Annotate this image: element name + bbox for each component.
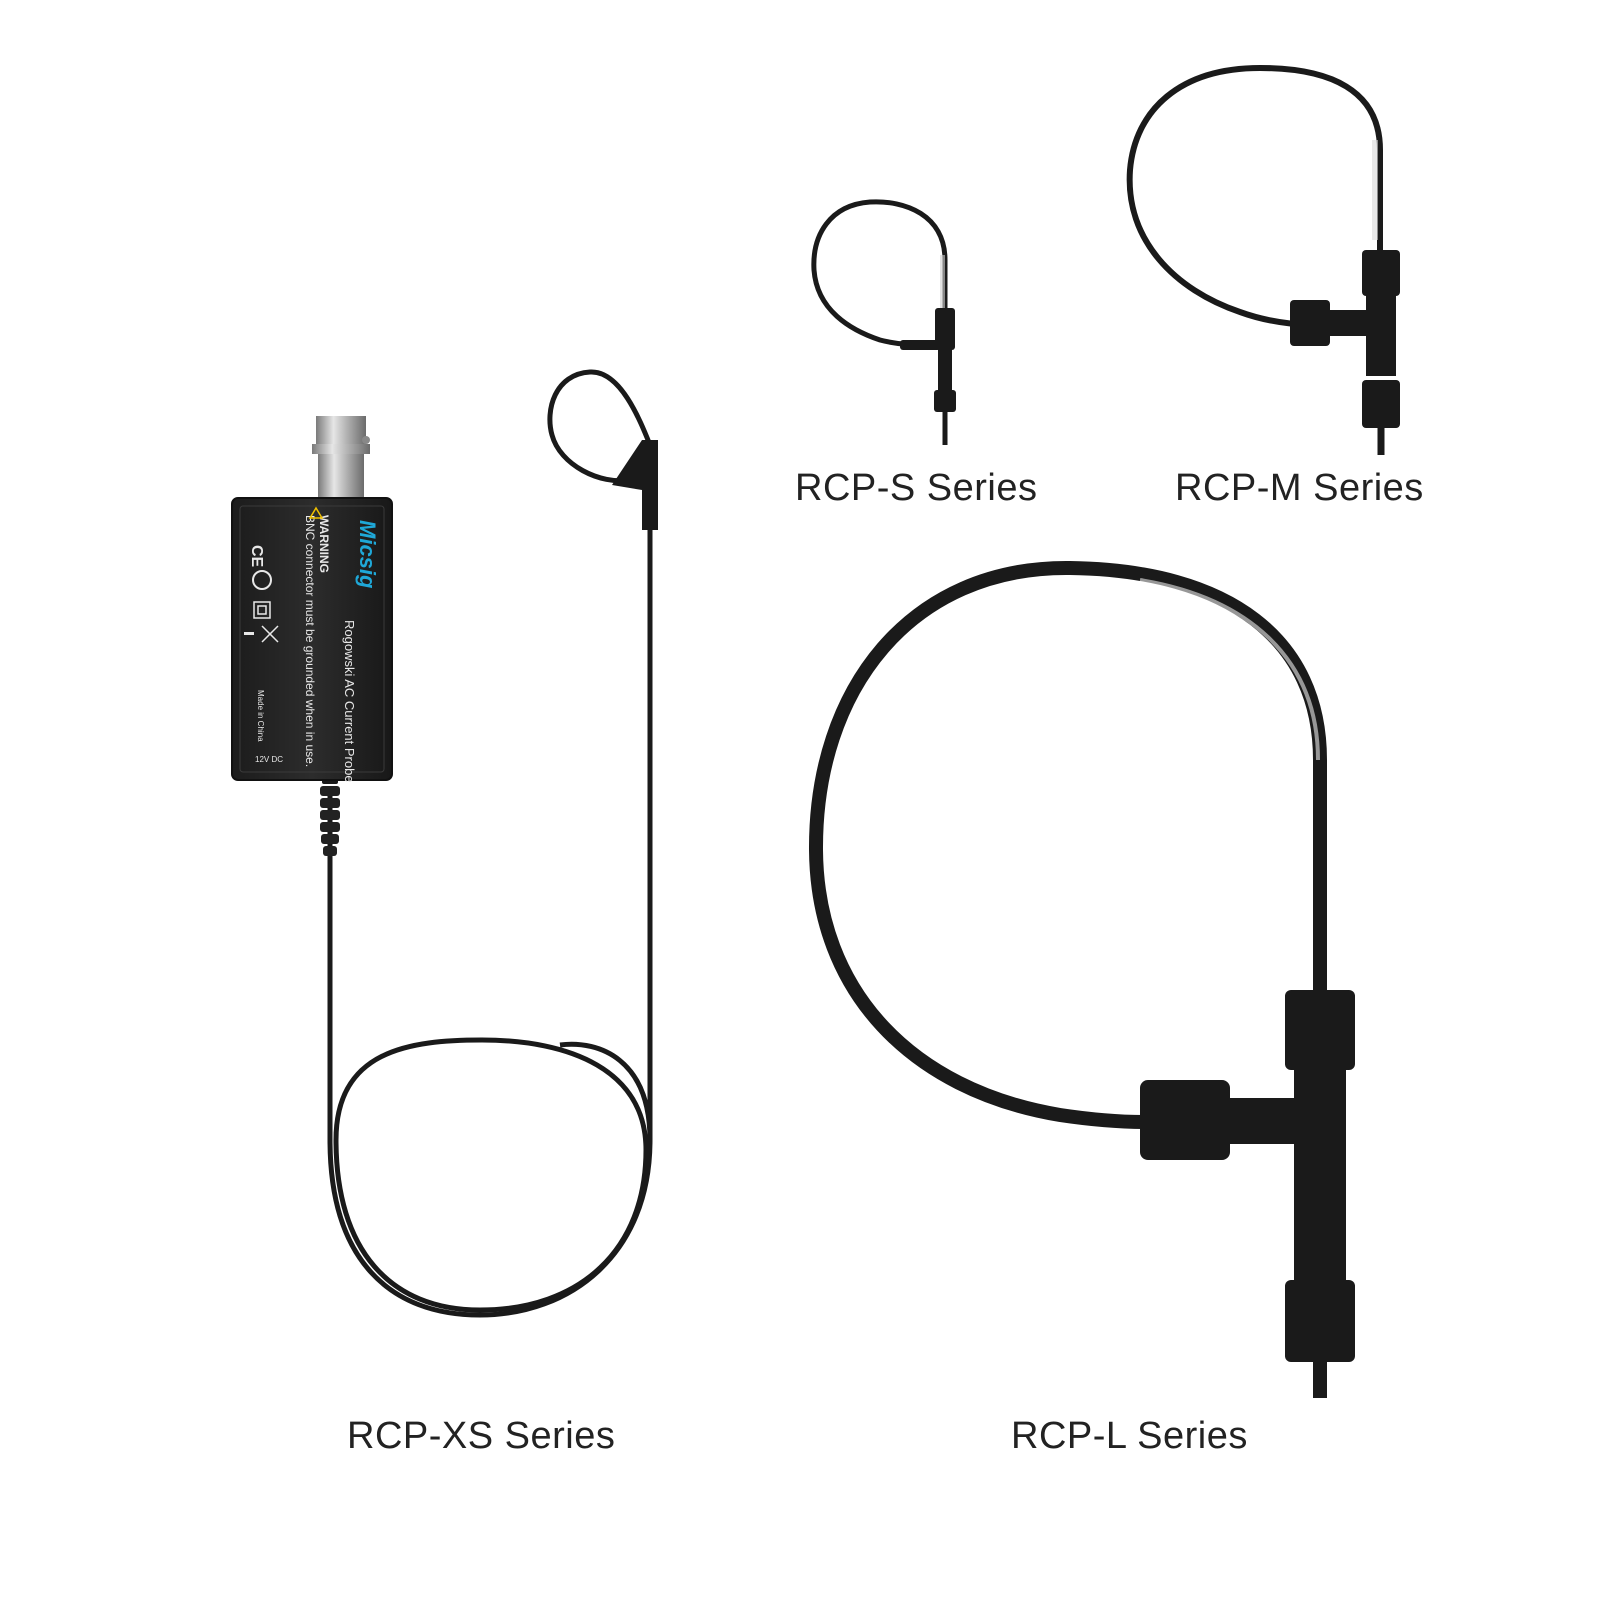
rcp-xs-probe: Micsig Rogowski AC Current Probe WARNING… — [231, 369, 658, 1318]
rcp-xs-strain-relief — [320, 772, 340, 856]
ce-mark: CE — [248, 545, 265, 568]
rcp-m-sensor-loop — [1126, 64, 1383, 328]
rcp-m-probe — [1126, 64, 1400, 455]
rcp-l-connector-bottom — [1285, 1280, 1355, 1362]
rcp-xs-cable-loop — [333, 1037, 649, 1313]
rcp-s-sensor-loop — [811, 199, 948, 348]
rcp-l-sensor-loop — [808, 560, 1327, 1129]
rcp-xs-sensor-clip — [612, 440, 658, 530]
caption-rcp-xs: RCP-XS Series — [347, 1415, 616, 1457]
rcp-m-side-nut — [1290, 300, 1330, 346]
warning-triangle-icon — [308, 506, 324, 519]
power-text: 12V DC — [255, 755, 283, 764]
probe-title: Rogowski AC Current Probe — [342, 620, 357, 783]
rcp-l-probe — [808, 560, 1355, 1398]
recycle-icon — [252, 570, 272, 590]
rcp-s-probe — [811, 199, 956, 445]
rcp-m-connector-bottom — [1362, 380, 1400, 428]
brand-logo: Micsig — [355, 520, 380, 589]
rcp-m-connector-top — [1362, 250, 1400, 296]
probe-box: Micsig Rogowski AC Current Probe WARNING… — [231, 497, 393, 783]
origin-text: Made in China — [256, 690, 265, 742]
rcp-s-connector-body — [935, 308, 955, 350]
rcp-l-connector-top — [1285, 990, 1355, 1070]
bnc-connector — [312, 416, 370, 500]
warning-text: BNC connector must be grounded when in u… — [303, 515, 317, 767]
rcp-xs-sensor-loop — [547, 369, 653, 484]
caption-rcp-m: RCP-M Series — [1175, 467, 1424, 509]
rcp-l-side-nut — [1140, 1080, 1230, 1160]
caption-rcp-l: RCP-L Series — [1011, 1415, 1248, 1457]
double-insulation-icon — [253, 601, 271, 619]
warning-label: WARNING — [317, 515, 331, 573]
caption-rcp-s: RCP-S Series — [795, 467, 1038, 509]
